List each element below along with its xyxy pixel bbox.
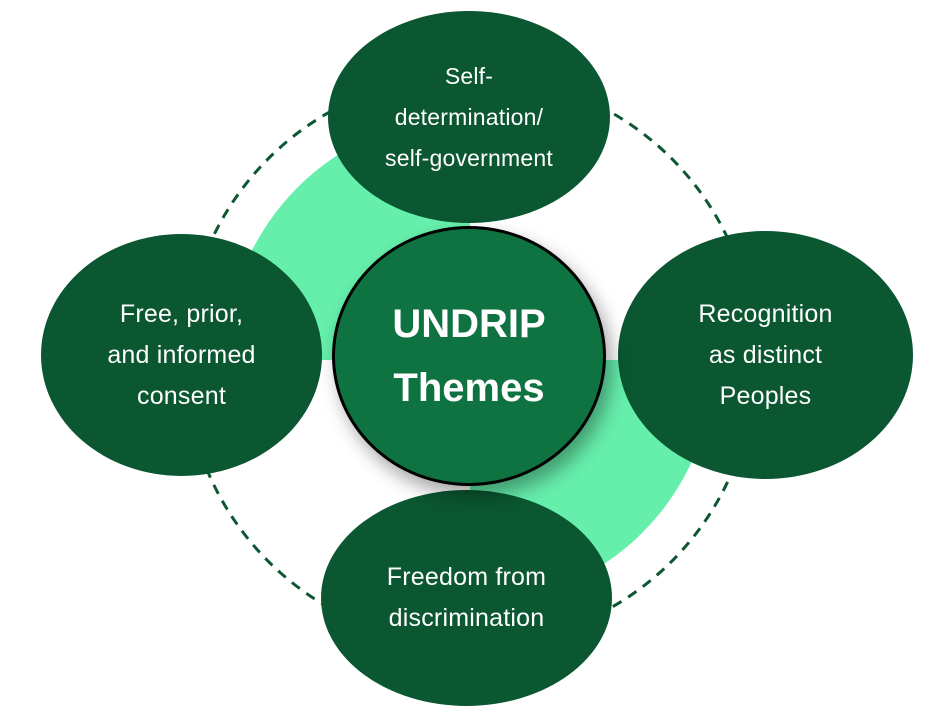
theme-label-line: as distinct — [708, 340, 823, 369]
theme-node-freedom-from-discrimination: Freedom from discrimination — [322, 491, 611, 705]
theme-label-line: determination/ — [394, 103, 544, 130]
theme-label-line: Freedom from — [386, 563, 547, 591]
center-title-line: UNDRIP — [392, 302, 546, 346]
theme-label-line: self-government — [385, 144, 553, 171]
theme-node-self-determination: Self- determination/ self-government — [329, 12, 609, 222]
theme-label-line: and informed — [107, 340, 256, 369]
center-node-undrip-themes: UNDRIP Themes — [332, 226, 606, 486]
theme-label-line: consent — [137, 381, 226, 410]
center-title-line: Themes — [393, 366, 545, 410]
theme-label-line: discrimination — [388, 604, 545, 632]
theme-label-line: Recognition — [698, 299, 833, 328]
theme-node-fpic: Free, prior, and informed consent — [42, 235, 321, 475]
theme-label-line: Peoples — [719, 381, 812, 410]
theme-label-line: Self- — [444, 62, 494, 89]
theme-label-line: Free, prior, — [119, 299, 244, 328]
theme-node-recognition: Recognition as distinct Peoples — [619, 232, 912, 478]
